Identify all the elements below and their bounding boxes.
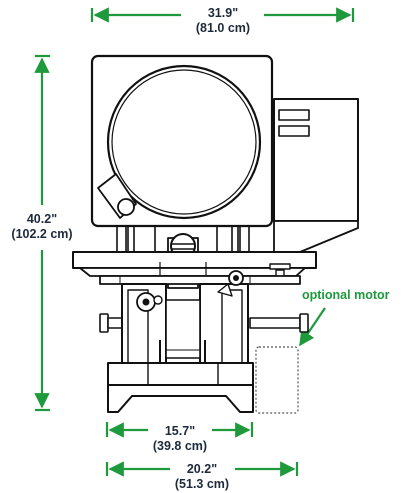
comparator-machine <box>72 54 359 414</box>
optional-motor-outline <box>255 346 299 414</box>
width-imperial: 31.9" <box>207 6 239 20</box>
base-outer-metric: (51.3 cm) <box>174 477 230 491</box>
machine-base <box>107 362 254 413</box>
projector-head <box>90 54 274 228</box>
control-box-bracket <box>273 220 359 253</box>
base-inner-imperial: 15.7" <box>164 424 196 438</box>
base-outer-imperial: 20.2" <box>186 462 218 476</box>
screen-inner-ring <box>111 69 257 215</box>
width-dimension-label: 31.9" (81.0 cm) <box>176 6 270 36</box>
latch-knob <box>117 198 135 216</box>
control-box <box>273 98 359 253</box>
height-imperial: 40.2" <box>26 212 58 226</box>
control-slot-1 <box>278 109 310 121</box>
base-inner-dimension-label: 15.7" (39.8 cm) <box>140 424 220 454</box>
stage-table <box>72 251 317 285</box>
optional-motor-label: optional motor <box>302 288 390 302</box>
base-inner-metric: (39.8 cm) <box>152 439 208 453</box>
stage-slide <box>99 275 301 285</box>
dimension-lines <box>34 7 355 477</box>
height-metric: (102.2 cm) <box>11 227 73 241</box>
width-metric: (81.0 cm) <box>195 21 251 35</box>
control-slot-2 <box>278 125 310 137</box>
handwheel-left <box>99 313 123 333</box>
height-dimension-label: 40.2" (102.2 cm) <box>0 212 84 242</box>
motor-leader-arrow <box>299 307 326 347</box>
base-outer-dimension-label: 20.2" (51.3 cm) <box>162 462 242 492</box>
handwheel-right <box>249 313 309 333</box>
center-column <box>165 299 201 359</box>
